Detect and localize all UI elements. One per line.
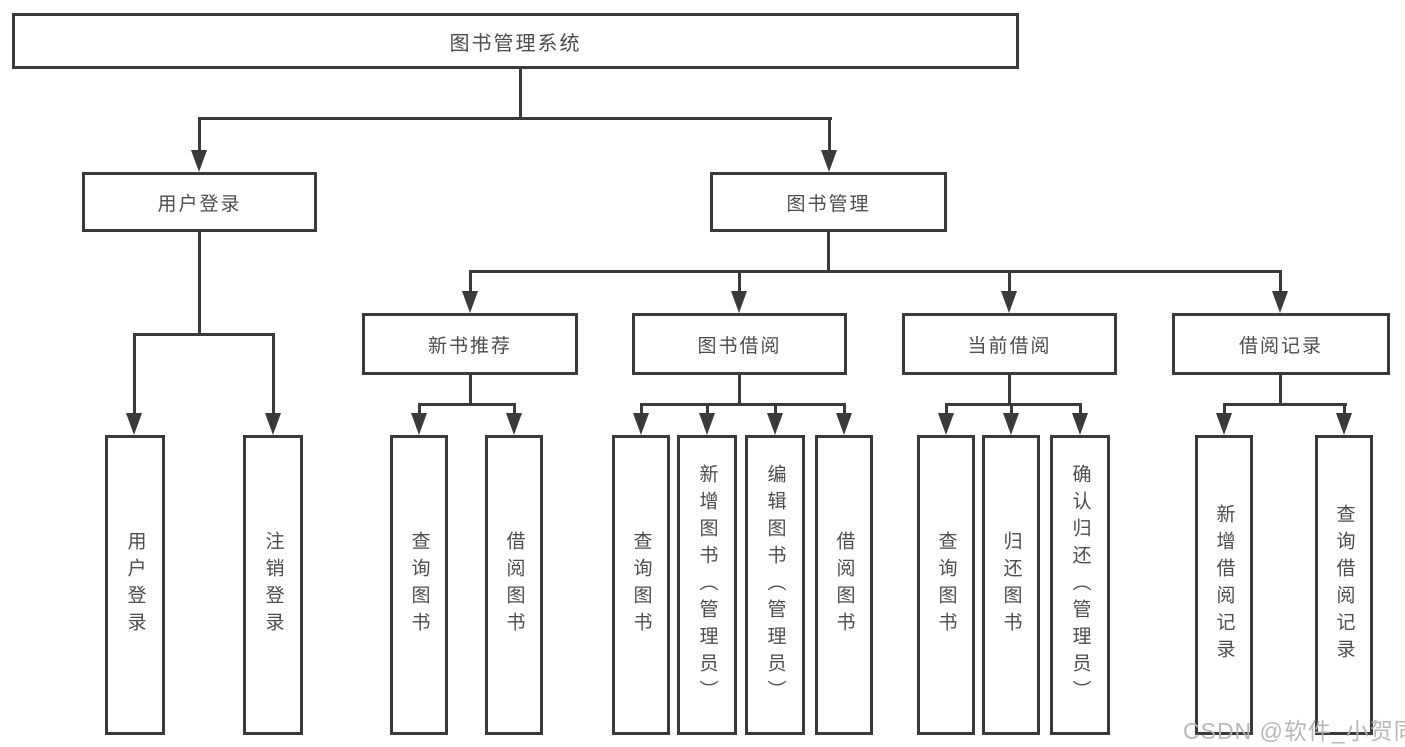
connector-stem (1010, 403, 1013, 417)
connector-vline (519, 68, 522, 120)
connector-rail (133, 333, 275, 336)
connector-vline (738, 375, 741, 405)
connector-vline (1008, 375, 1011, 405)
connector-rail (945, 403, 1082, 406)
arrow-down-icon (633, 413, 649, 435)
node-label: 图书管理 (786, 193, 871, 215)
connector-rail (198, 117, 832, 120)
leaf-label: 借阅图书 (503, 531, 525, 639)
connector-stem (513, 403, 516, 417)
node-label: 新书推荐 (427, 335, 512, 357)
leaf-label: 新增借阅记录 (1213, 504, 1235, 666)
leaf-recommend-query-books: 查询图书 (390, 435, 448, 735)
connector-stem (418, 403, 421, 417)
arrow-down-icon (938, 413, 954, 435)
arrow-down-icon (731, 291, 747, 313)
arrow-down-icon (1001, 291, 1017, 313)
arrow-down-icon (126, 413, 142, 435)
connector-rail (469, 270, 1282, 273)
connector-vline (1279, 375, 1282, 405)
connector-vline (469, 375, 472, 405)
leaf-label: 查询借阅记录 (1333, 504, 1355, 666)
connector-stem (1079, 403, 1082, 417)
leaf-records-add-borrow-record: 新增借阅记录 (1195, 435, 1253, 735)
connector-vline (827, 232, 830, 272)
leaf-recommend-borrow-books: 借阅图书 (485, 435, 543, 735)
connector-stem (469, 270, 472, 296)
node-book-borrowing: 图书借阅 (632, 313, 847, 375)
node-label: 用户登录 (157, 193, 242, 215)
leaf-current-confirm-return-admin: 确认归还（管理员） (1050, 435, 1110, 735)
csdn-watermark: CSDN @软件_小贺同学 (1183, 718, 1405, 744)
arrow-down-icon (191, 150, 207, 172)
arrow-down-icon (821, 150, 837, 172)
arrow-down-icon (411, 413, 427, 435)
node-book-management: 图书管理 (710, 172, 947, 232)
node-label: 当前借阅 (967, 335, 1052, 357)
leaf-borrow-query-books: 查询图书 (612, 435, 670, 735)
leaf-records-query-borrow-record: 查询借阅记录 (1315, 435, 1373, 735)
connector-stem (706, 403, 709, 417)
leaf-label: 注销登录 (262, 531, 284, 639)
connector-stem (640, 403, 643, 417)
leaf-label: 新增图书（管理员） (696, 463, 718, 707)
arrow-down-icon (1216, 413, 1232, 435)
arrow-down-icon (699, 413, 715, 435)
leaf-user-login: 用户登录 (105, 435, 165, 735)
connector-stem (738, 270, 741, 296)
leaf-label: 用户登录 (124, 531, 146, 639)
leaf-borrow-edit-books-admin: 编辑图书（管理员） (745, 435, 805, 735)
connector-stem (774, 403, 777, 417)
node-user-login: 用户登录 (82, 172, 317, 232)
leaf-borrow-add-books-admin: 新增图书（管理员） (677, 435, 737, 735)
connector-stem (1279, 270, 1282, 296)
arrow-down-icon (265, 413, 281, 435)
leaf-current-return-books: 归还图书 (982, 435, 1040, 735)
connector-stem (198, 117, 201, 155)
arrow-down-icon (506, 413, 522, 435)
leaf-label: 查询图书 (630, 531, 652, 639)
connector-stem (945, 403, 948, 417)
connector-stem (1223, 403, 1226, 417)
node-book-management-system: 图书管理系统 (12, 13, 1019, 69)
connector-rail (1223, 403, 1347, 406)
arrow-down-icon (1003, 413, 1019, 435)
leaf-borrow-borrow-books: 借阅图书 (815, 435, 873, 735)
connector-stem (828, 117, 831, 155)
leaf-label: 查询图书 (935, 531, 957, 639)
connector-rail (640, 403, 846, 406)
node-label: 图书管理系统 (449, 32, 582, 55)
arrow-down-icon (1336, 413, 1352, 435)
arrow-down-icon (836, 413, 852, 435)
connector-stem (133, 333, 136, 417)
leaf-logout: 注销登录 (243, 435, 303, 735)
node-new-book-recommend: 新书推荐 (362, 313, 578, 375)
node-label: 借阅记录 (1238, 335, 1323, 357)
leaf-label: 查询图书 (408, 531, 430, 639)
leaf-current-query-books: 查询图书 (917, 435, 975, 735)
node-borrowing-records: 借阅记录 (1172, 313, 1390, 375)
leaf-label: 确认归还（管理员） (1069, 463, 1091, 707)
connector-stem (843, 403, 846, 417)
connector-stem (1343, 403, 1346, 417)
leaf-label: 编辑图书（管理员） (764, 463, 786, 707)
arrow-down-icon (1272, 291, 1288, 313)
arrow-down-icon (1072, 413, 1088, 435)
node-label: 图书借阅 (697, 335, 782, 357)
leaf-label: 归还图书 (1000, 531, 1022, 639)
connector-stem (1008, 270, 1011, 296)
connector-rail (418, 403, 516, 406)
node-current-borrowing: 当前借阅 (902, 313, 1117, 375)
arrow-down-icon (462, 291, 478, 313)
arrow-down-icon (767, 413, 783, 435)
connector-vline (198, 232, 201, 335)
leaf-label: 借阅图书 (833, 531, 855, 639)
connector-stem (272, 333, 275, 417)
